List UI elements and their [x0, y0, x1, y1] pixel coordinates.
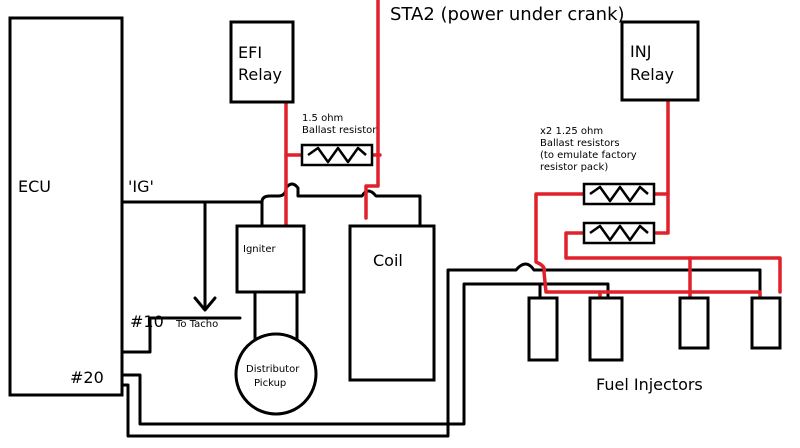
- igniter-label: Igniter: [243, 244, 276, 255]
- inj-relay-box: [620, 20, 700, 102]
- ballast-resistor-upper: [582, 182, 656, 206]
- distributor-label-1: Distributor: [246, 364, 300, 375]
- sta2-label: STA2 (power under crank): [390, 4, 625, 25]
- pin20-label: #20: [70, 368, 104, 387]
- efi-relay-box: [229, 20, 295, 104]
- pin10-wire: [120, 316, 242, 354]
- inj-relay-feed: [654, 98, 670, 235]
- ig-label: 'IG': [128, 177, 154, 196]
- pair-lower-left-wire: [564, 231, 782, 294]
- ballast-resistor-lower: [582, 221, 656, 245]
- injector-return-wire: [120, 262, 762, 438]
- sta2-wire: [364, 0, 380, 220]
- ballast-pair-label-2: Ballast resistors: [540, 138, 620, 149]
- pair-upper-left-wire: [534, 192, 762, 300]
- fuel-injectors-label: Fuel Injectors: [596, 375, 703, 394]
- red-wires: [284, 0, 782, 300]
- ballast-pair-label-4: resistor pack): [540, 162, 608, 173]
- pin20-wire: [120, 282, 542, 426]
- ballast-pair-label-3: (to emulate factory: [540, 150, 637, 161]
- distributor-pickup: [234, 332, 318, 416]
- to-tacho-label: To Tacho: [175, 319, 218, 330]
- fuel-injector-4: [750, 296, 782, 350]
- ballast-single-label-2: Ballast resistor: [302, 125, 377, 136]
- fuel-injector-3: [678, 296, 710, 350]
- fuel-injector-1: [527, 296, 559, 362]
- inj-relay-label-1: INJ: [630, 42, 651, 61]
- inj-relay-label-2: Relay: [630, 65, 674, 84]
- ig-wire: [120, 182, 422, 228]
- ballast-pair-label-1: x2 1.25 ohm: [540, 126, 603, 137]
- tacho-arrow: [193, 296, 217, 312]
- ballast-single-label-1: 1.5 ohm: [302, 113, 343, 124]
- pin10-label: #10: [130, 312, 164, 331]
- fuel-injector-2: [588, 296, 624, 362]
- efi-relay-label-2: Relay: [238, 65, 282, 84]
- ecu-box: [8, 16, 124, 397]
- efi-relay-label-1: EFI: [238, 43, 262, 62]
- coil-box: [348, 224, 436, 382]
- distributor-label-2: Pickup: [254, 378, 286, 389]
- ballast-resistor-single: [300, 143, 374, 167]
- ecu-label: ECU: [18, 177, 51, 196]
- coil-label: Coil: [373, 251, 403, 270]
- igniter-box: [235, 224, 306, 294]
- black-wires: [120, 182, 762, 438]
